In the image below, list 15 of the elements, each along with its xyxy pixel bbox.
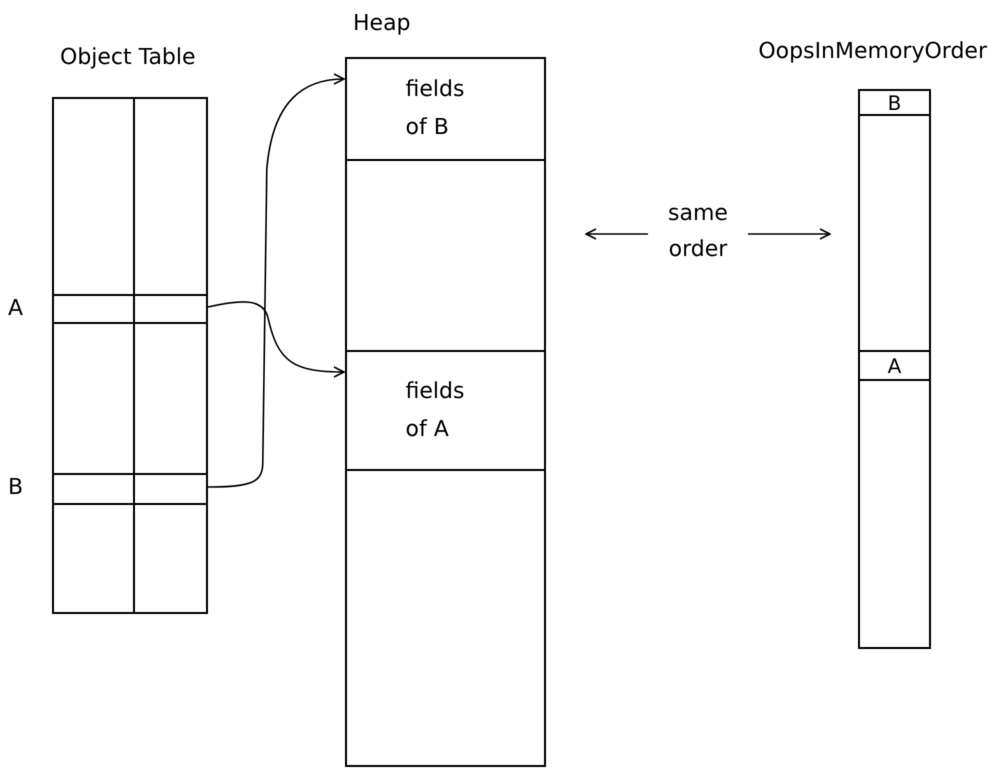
- order-cell: B: [858, 89, 931, 116]
- column-heading: Object Table: [60, 47, 196, 69]
- heap-cell: [345, 350, 546, 471]
- row-label: B: [8, 477, 24, 499]
- arrow: [748, 228, 831, 240]
- column-heading: Heap: [353, 13, 411, 35]
- annotation-text: same order: [648, 196, 748, 272]
- order-cell: A: [858, 350, 931, 381]
- arrow: [208, 74, 345, 488]
- row-label: A: [8, 298, 24, 320]
- cell-text: fields of B: [406, 76, 466, 142]
- arrow: [208, 301, 345, 378]
- column-heading: OopsInMemoryOrder: [758, 41, 987, 63]
- arrow: [585, 228, 648, 240]
- cell-text: fields of A: [406, 378, 466, 444]
